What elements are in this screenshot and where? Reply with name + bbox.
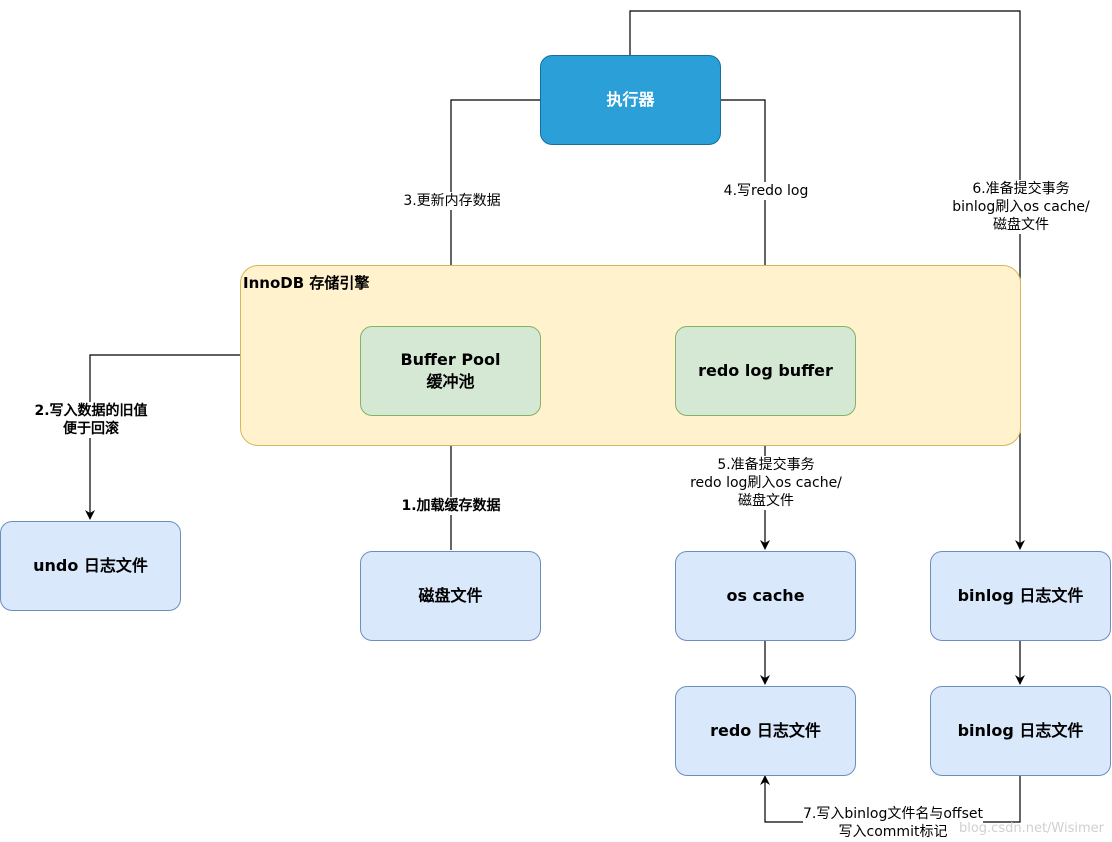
edge-label-step6: 6.准备提交事务 binlog刷入os cache/ 磁盘文件 (952, 180, 1090, 234)
binlog-file-label-2: binlog 日志文件 (957, 721, 1084, 740)
redo-log-buffer-label: redo log buffer (698, 361, 833, 380)
redo-file-node[interactable]: redo 日志文件 (675, 686, 856, 776)
redo-file-label: redo 日志文件 (710, 721, 821, 740)
edge-container-to-undo (85, 354, 240, 520)
edge-label-step4: 4.写redo log (723, 182, 809, 200)
disk-file-node[interactable]: 磁盘文件 (360, 551, 541, 641)
step6-line-1: 6.准备提交事务 (972, 181, 1070, 197)
step1-line: 1.加载缓存数据 (401, 498, 501, 514)
step2-line-1: 2.写入数据的旧值 (34, 403, 148, 419)
undo-file-label: undo 日志文件 (33, 556, 148, 575)
step3-line: 3.更新内存数据 (403, 193, 501, 209)
step6-line-3: 磁盘文件 (992, 217, 1049, 233)
buffer-pool-label-en: Buffer Pool (400, 350, 501, 369)
edge-label-step7: 7.写入binlog文件名与offset 写入commit标记 (803, 805, 983, 841)
executor-node[interactable]: 执行器 (540, 55, 721, 145)
binlog-file-node-1[interactable]: binlog 日志文件 (930, 551, 1111, 641)
os-cache-node[interactable]: os cache (675, 551, 856, 641)
disk-file-label: 磁盘文件 (418, 586, 483, 605)
edge-label-step2: 2.写入数据的旧值 便于回滚 (34, 402, 148, 438)
buffer-pool-label-cn: 缓冲池 (426, 372, 475, 391)
step5-line-2: redo log刷入os cache/ (690, 475, 842, 491)
buffer-pool-node[interactable]: Buffer Pool 缓冲池 (360, 326, 541, 416)
watermark: blog.csdn.net/Wisimer (958, 821, 1104, 836)
step7-line-1: 7.写入binlog文件名与offset (803, 806, 983, 822)
step2-line-2: 便于回滚 (63, 421, 119, 437)
undo-file-node[interactable]: undo 日志文件 (0, 521, 181, 611)
step5-line-3: 磁盘文件 (737, 493, 794, 509)
innodb-container: InnoDB 存储引擎 (240, 265, 1021, 446)
binlog-file-node-2[interactable]: binlog 日志文件 (930, 686, 1111, 776)
edge-label-step3: 3.更新内存数据 (403, 192, 501, 210)
edge-executor-to-redo-log-buffer (721, 99, 770, 325)
step6-line-2: binlog刷入os cache/ (952, 199, 1090, 215)
step4-line: 4.写redo log (723, 183, 809, 199)
executor-label: 执行器 (606, 90, 655, 109)
redo-log-buffer-node[interactable]: redo log buffer (675, 326, 856, 416)
step7-line-2: 写入commit标记 (838, 824, 948, 840)
step5-line-1: 5.准备提交事务 (717, 457, 815, 473)
binlog-file-label-1: binlog 日志文件 (957, 586, 1084, 605)
edge-label-step5: 5.准备提交事务 redo log刷入os cache/ 磁盘文件 (690, 456, 842, 510)
container-title: InnoDB 存储引擎 (243, 274, 370, 292)
edge-executor-to-buffer-pool (446, 99, 540, 325)
edge-label-step1: 1.加载缓存数据 (401, 497, 501, 515)
os-cache-label: os cache (726, 586, 805, 605)
